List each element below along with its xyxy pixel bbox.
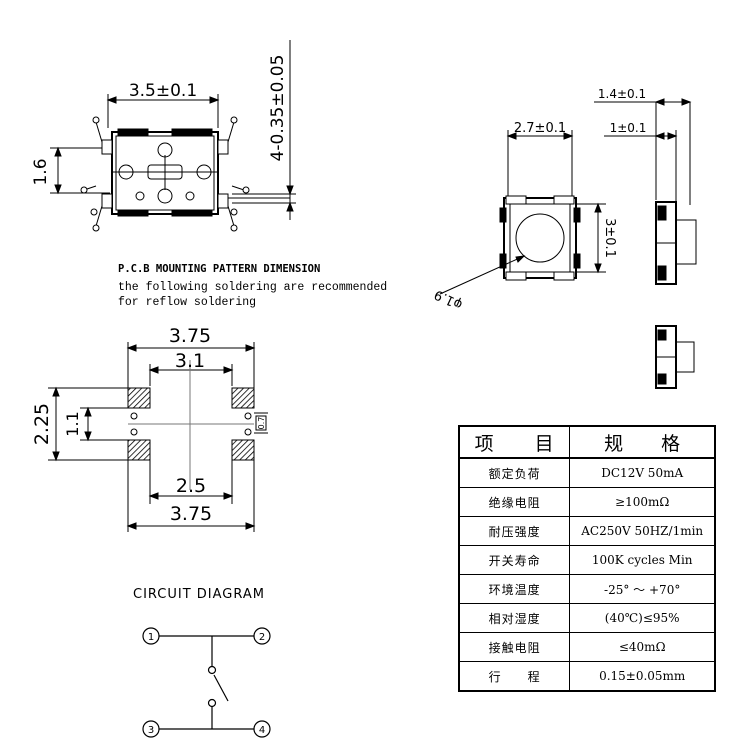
spec-row-value: 100K cycles Min xyxy=(569,545,716,575)
switch-front-view-drawing: 2.7±0.1 3±0.1 φ1.9 1.4±0.1 1±0.1 xyxy=(432,87,697,389)
front-dim-width: 2.7±0.1 xyxy=(514,121,566,136)
spec-row: 行 程 0.15±0.05mm xyxy=(458,661,716,692)
circuit-diagram: 1 2 3 4 xyxy=(142,627,271,738)
spec-row: 额定负荷 DC12V 50mA xyxy=(458,457,716,488)
switch-top-view-drawing: 3.5±0.1 1.6 4-0.35±0.05 xyxy=(31,40,296,232)
pcb-pattern-drawing: 3.75 3.1 2.25 1.1 0.7 2.5 3.75 xyxy=(31,325,268,532)
circuit-pin-circle xyxy=(142,720,160,738)
circuit-pin-circle xyxy=(253,627,271,645)
pcb-note-title: P.C.B MOUNTING PATTERN DIMENSION xyxy=(118,263,321,275)
spec-row-label: 行 程 xyxy=(458,661,571,692)
circuit-pin-4: 4 xyxy=(259,725,265,736)
spec-row-label: 额定负荷 xyxy=(458,457,571,488)
circuit-pin-2: 2 xyxy=(259,632,265,643)
spec-header-item: 项 目 xyxy=(458,425,571,459)
spec-row-value: 0.15±0.05mm xyxy=(569,661,716,692)
spec-table: 项 目 规 格 额定负荷 DC12V 50mA 绝缘电阻 ≥100mΩ 耐压强度… xyxy=(458,425,716,692)
spec-row-value: ≤40mΩ xyxy=(569,632,716,662)
side-dim-body: 1±0.1 xyxy=(610,121,647,135)
spec-row-value: ≥100mΩ xyxy=(569,487,716,517)
pcb-note-line1: the following soldering are recommended xyxy=(118,281,388,294)
pcb-note-line2: for reflow soldering xyxy=(118,296,257,309)
spec-row-label: 相对湿度 xyxy=(458,603,571,633)
pcb-dim-outer-bottom: 3.75 xyxy=(170,503,212,525)
pcb-dim-height-inner: 1.1 xyxy=(63,411,82,436)
spec-row: 相对湿度 (40℃)≤95% xyxy=(458,603,716,633)
dim-width-label: 3.5±0.1 xyxy=(129,81,197,101)
spec-row-label: 接触电阻 xyxy=(458,632,571,662)
spec-row-label: 开关寿命 xyxy=(458,545,571,575)
spec-row-label: 环境温度 xyxy=(458,574,571,604)
pcb-dim-inner-top: 3.1 xyxy=(175,350,205,372)
front-dim-height: 3±0.1 xyxy=(602,218,617,258)
pcb-dim-outer-top: 3.75 xyxy=(169,325,211,347)
pcb-dim-inner-bottom: 2.5 xyxy=(176,475,206,497)
spec-row-label: 绝缘电阻 xyxy=(458,487,571,517)
spec-row-value: DC12V 50mA xyxy=(569,457,716,488)
circuit-pin-circle xyxy=(142,627,160,645)
circuit-pin-1: 1 xyxy=(148,632,154,643)
circuit-title: CIRCUIT DIAGRAM xyxy=(133,587,265,602)
spec-table-header: 项 目 规 格 xyxy=(458,425,716,459)
spec-row: 开关寿命 100K cycles Min xyxy=(458,545,716,575)
circuit-pin-3: 3 xyxy=(148,725,154,736)
spec-row-value: (40℃)≤95% xyxy=(569,603,716,633)
spec-header-spec: 规 格 xyxy=(569,425,716,459)
dim-height-label: 1.6 xyxy=(31,158,51,185)
spec-row-value: AC250V 50HZ/1min xyxy=(569,516,716,546)
pcb-dim-pad: 0.7 xyxy=(257,417,266,430)
dim-pins-label: 4-0.35±0.05 xyxy=(268,55,288,162)
circuit-pin-circle xyxy=(253,720,271,738)
spec-row: 环境温度 -25° ～ +70° xyxy=(458,574,716,604)
spec-row-label: 耐压强度 xyxy=(458,516,571,546)
spec-row: 绝缘电阻 ≥100mΩ xyxy=(458,487,716,517)
spec-row: 接触电阻 ≤40mΩ xyxy=(458,632,716,662)
pcb-dim-height-outer: 2.25 xyxy=(31,403,53,445)
spec-row-value: -25° ～ +70° xyxy=(569,574,716,604)
side-dim-total: 1.4±0.1 xyxy=(598,87,646,101)
spec-row: 耐压强度 AC250V 50HZ/1min xyxy=(458,516,716,546)
